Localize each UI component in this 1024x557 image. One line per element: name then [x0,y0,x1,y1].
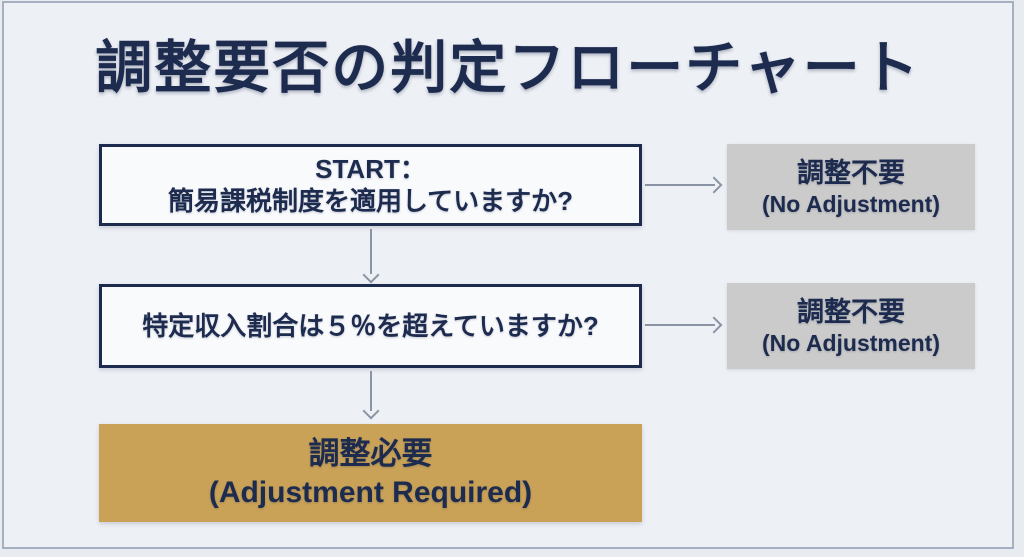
arrow-start-to-question2-line [370,229,372,274]
start-node: START： 簡易課税制度を適用していますか? [99,144,642,226]
no-adjustment-2-line1: 調整不要 [797,296,905,327]
page-title: 調整要否の判定フローチャート [95,36,921,100]
arrow-right-icon [705,176,723,194]
adjustment-required-node: 調整必要 (Adjustment Required) [99,424,642,522]
no-adjustment-2-line2: (No Adjustment) [761,329,940,356]
arrow-down-icon [362,266,380,284]
no-adjustment-node-1: 調整不要 (No Adjustment) [727,144,975,230]
no-adjustment-1-line1: 調整不要 [797,157,905,188]
arrow-question2-to-required-line [370,371,372,411]
adjustment-required-line1: 調整必要 [308,436,433,471]
question2-line1: 特定収入割合は５％を超えていますか? [142,311,599,341]
arrow-start-to-no-adjustment-line [645,184,715,186]
no-adjustment-1-line2: (No Adjustment) [761,190,940,217]
adjustment-required-line2: (Adjustment Required) [208,476,533,509]
start-node-line2: 簡易課税制度を適用していますか? [167,186,574,216]
specific-income-question-node: 特定収入割合は５％を超えていますか? [99,284,642,368]
start-node-line1: START： [315,154,426,184]
slide: 調整要否の判定フローチャート START： 簡易課税制度を適用していますか? 調… [2,1,1014,549]
no-adjustment-node-2: 調整不要 (No Adjustment) [727,283,975,369]
arrow-right-icon [705,316,723,334]
arrow-question2-to-no-adjustment-line [645,324,715,326]
arrow-down-icon [362,402,380,420]
